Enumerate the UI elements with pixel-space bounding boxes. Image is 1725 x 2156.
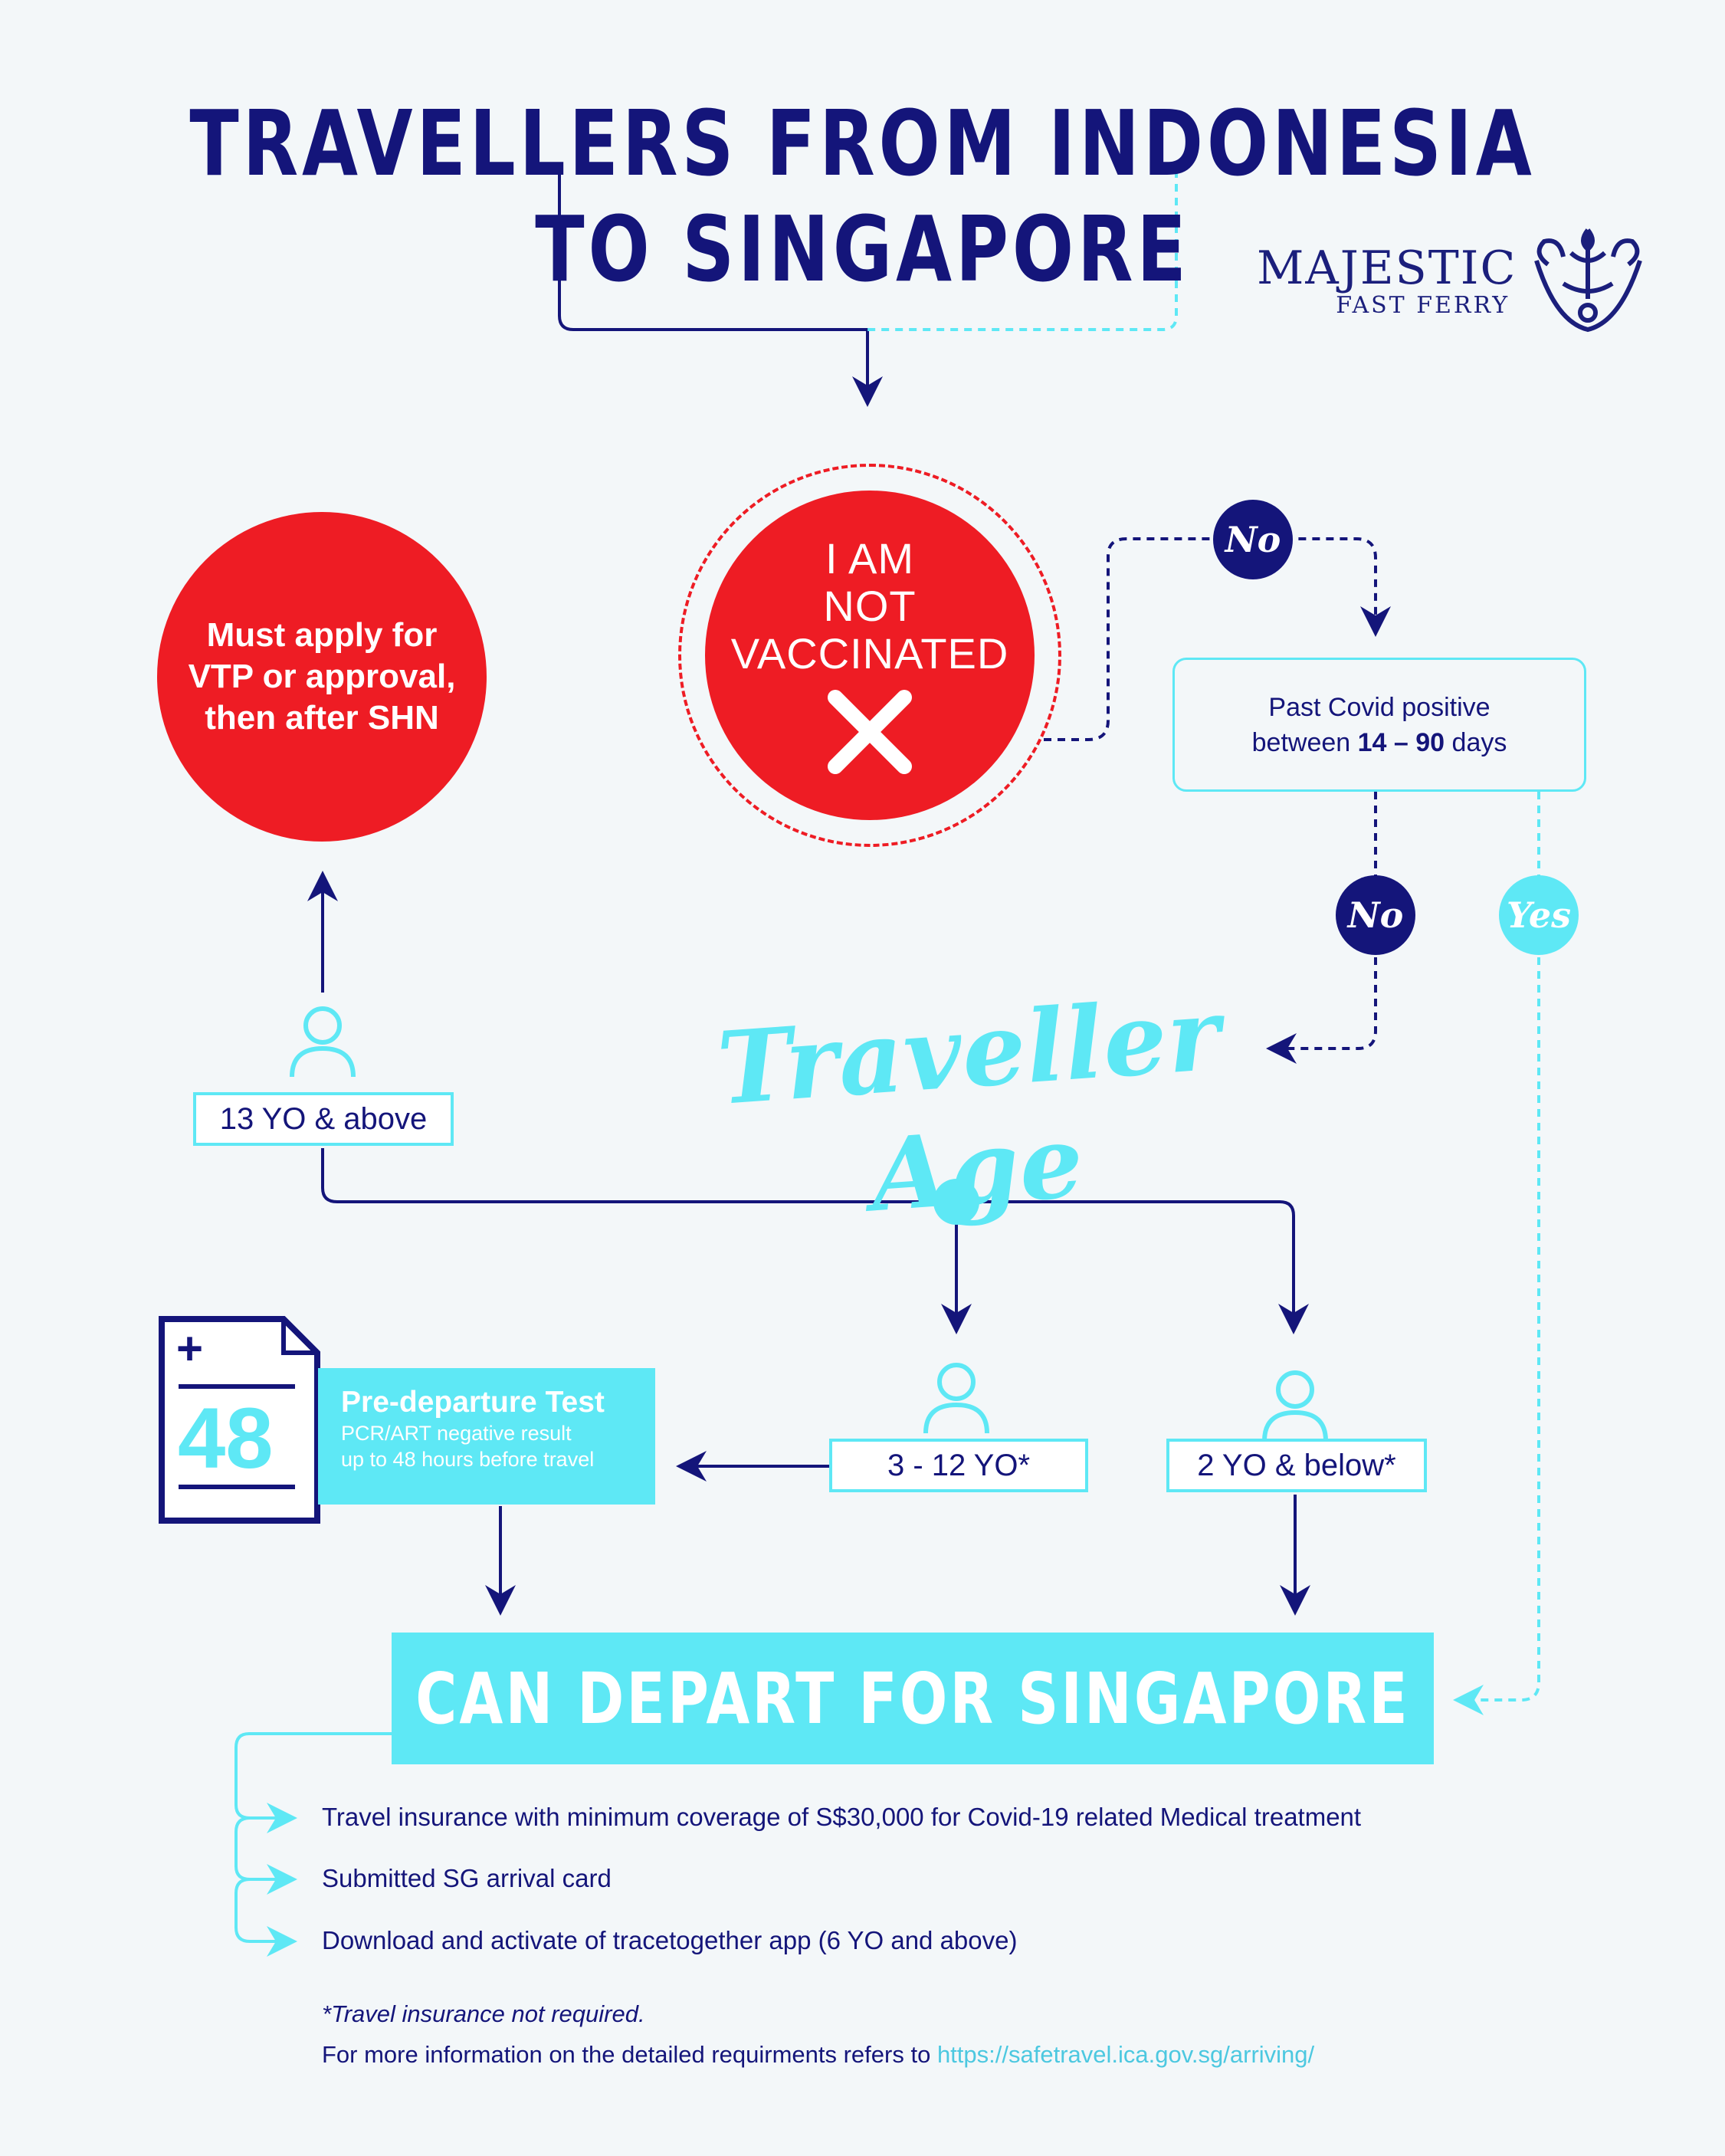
person-icon [290, 1006, 356, 1078]
yes-badge-past: Yes [1499, 875, 1579, 955]
page-title: TRAVELLERS FROM INDONESIA TO SINGAPORE [189, 90, 1536, 302]
test-document-icon [159, 1316, 320, 1524]
no-badge-past: No [1336, 875, 1415, 955]
info-line: For more information on the detailed req… [322, 2041, 1314, 2069]
person-icon [1262, 1370, 1328, 1442]
brand-name: MAJESTIC [1257, 241, 1517, 295]
test-plus: + [176, 1323, 204, 1374]
footnote: *Travel insurance not required. [322, 2000, 645, 2027]
requirement-arrival-card: Submitted SG arrival card [322, 1864, 612, 1892]
requirement-tracetogether: Download and activate of tracetogether a… [322, 1926, 1018, 1954]
not-vaccinated-circle: I AM NOT VACCINATED [705, 491, 1035, 820]
can-depart-text: CAN DEPART FOR SINGAPORE [415, 1657, 1410, 1740]
brand-sub: FAST FERRY [1336, 292, 1510, 319]
title-connector-left [558, 170, 883, 407]
person-icon [923, 1363, 989, 1434]
requirements-bracket [234, 1732, 392, 1943]
must-apply-text: Must apply for VTP or approval, then aft… [188, 616, 456, 737]
pre-departure-test-box: Pre-departure Test PCR/ART negative resu… [318, 1368, 655, 1505]
age-3-12-box: 3 - 12 YO* [829, 1439, 1088, 1492]
must-apply-circle: Must apply for VTP or approval, then aft… [157, 512, 487, 842]
pre-departure-line-1: PCR/ART negative result [341, 1422, 572, 1445]
novac-to-past-connector [1044, 537, 1391, 741]
not-vaccinated-text: I AM NOT VACCINATED [730, 534, 1009, 678]
info-text: For more information on the detailed req… [322, 2041, 937, 2068]
traveller-age-heading: Traveller Age [713, 975, 1225, 1235]
test-hours-number: 48 [178, 1390, 274, 1486]
pre-departure-line-2: up to 48 hours before travel [341, 1448, 595, 1471]
requirement-insurance: Travel insurance with minimum coverage o… [322, 1803, 1362, 1831]
age-split-connector [321, 1148, 1309, 1334]
pre-departure-title: Pre-departure Test [341, 1386, 605, 1419]
can-depart-box: CAN DEPART FOR SINGAPORE [392, 1633, 1434, 1764]
info-link[interactable]: https://safetravel.ica.gov.sg/arriving/ [936, 2041, 1315, 2068]
not-vaccinated-ring [678, 464, 1061, 847]
age-2-below-box: 2 YO & below* [1166, 1439, 1427, 1492]
past-no-connector [1266, 792, 1377, 1064]
past-covid-box: Past Covid positive between 14 – 90 days [1172, 658, 1586, 792]
split-node [933, 1179, 979, 1225]
past-covid-text: Past Covid positive between 14 – 90 days [1251, 692, 1507, 757]
no-badge-top: No [1213, 500, 1293, 579]
title-connector-right [867, 170, 1178, 331]
crown-logo-icon [1534, 228, 1642, 333]
brand-logo: MAJESTIC FAST FERRY [1257, 241, 1517, 319]
cross-icon [828, 690, 912, 774]
age-13-above-box: 13 YO & above [193, 1092, 454, 1146]
